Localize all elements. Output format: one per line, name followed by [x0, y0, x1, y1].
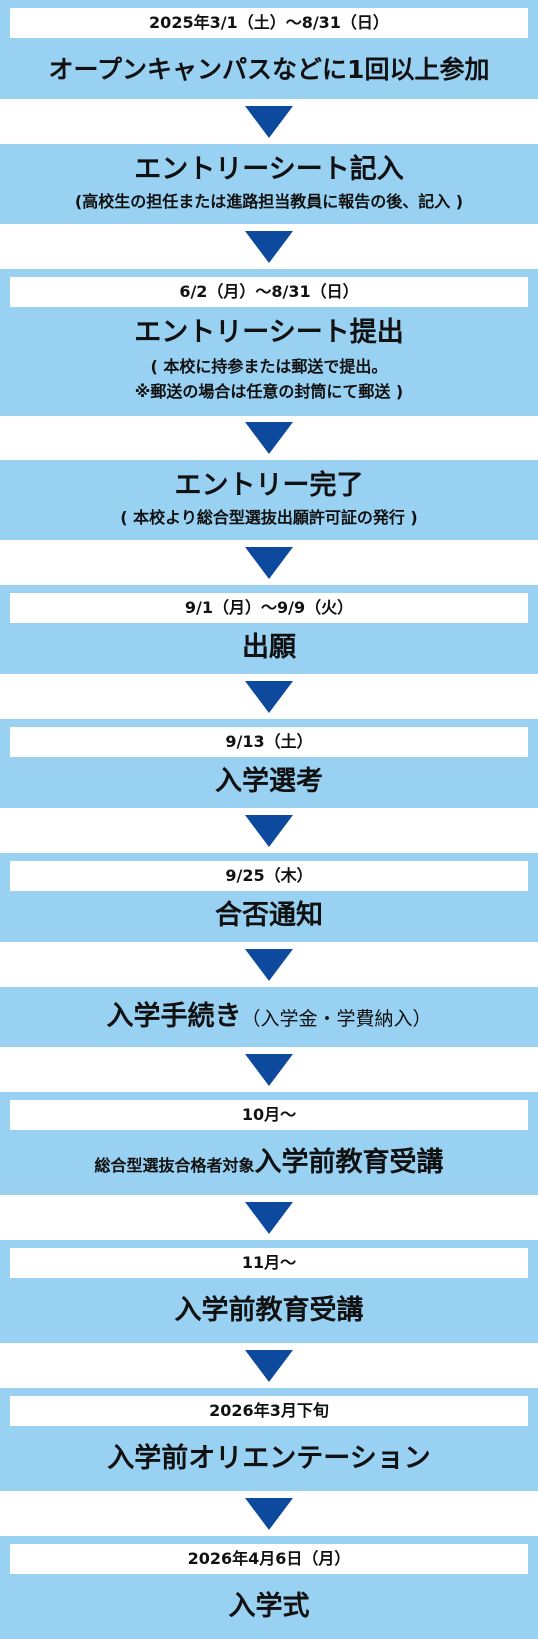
step-title: 入学前教育受講 — [174, 1295, 364, 1326]
step-pre-education-ao: 10月〜 総合型選抜合格者対象入学前教育受講 — [0, 1092, 538, 1195]
step-note: (高校生の担任または進路担当教員に報告の後、記入 ) — [74, 192, 464, 211]
step-title: エントリーシート提出 — [134, 317, 404, 348]
step-title-main: 入学前教育受講 — [254, 1147, 444, 1178]
step-selection: 9/13（土） 入学選考 — [0, 719, 538, 808]
down-arrow-icon — [245, 1498, 293, 1530]
step-note: ( 本校より総合型選抜出願許可証の発行 ) — [120, 508, 418, 527]
step-date: 9/1（月）〜9/9（火） — [10, 593, 528, 623]
step-title-main: 入学手続き — [106, 1001, 242, 1032]
step-title: 入学前オリエンテーション — [107, 1443, 431, 1474]
step-pre-education: 11月〜 入学前教育受講 — [0, 1240, 538, 1343]
step-entry-sheet-fill: エントリーシート記入 (高校生の担任または進路担当教員に報告の後、記入 ) — [0, 144, 538, 224]
down-arrow-icon — [245, 681, 293, 713]
step-result-notice: 9/25（木） 合否通知 — [0, 853, 538, 942]
step-date: 2025年3/1（土）〜8/31（日） — [10, 8, 528, 38]
step-date: 2026年3月下旬 — [10, 1396, 528, 1426]
step-date: 9/25（木） — [10, 861, 528, 891]
down-arrow-icon — [245, 1054, 293, 1086]
step-application: 9/1（月）〜9/9（火） 出願 — [0, 585, 538, 674]
step-note: ( 本校に持参または郵送で提出。 — [150, 357, 388, 376]
step-date: 10月〜 — [10, 1100, 528, 1130]
down-arrow-icon — [245, 547, 293, 579]
down-arrow-icon — [245, 106, 293, 138]
down-arrow-icon — [245, 231, 293, 263]
step-title: エントリーシート記入 — [134, 154, 404, 185]
step-title: 出願 — [242, 632, 296, 663]
down-arrow-icon — [245, 949, 293, 981]
step-note: ※郵送の場合は任意の封筒にて郵送 ) — [134, 382, 404, 401]
step-enrollment-procedure: 入学手続き（入学金・学費納入） — [0, 987, 538, 1047]
step-entry-complete: エントリー完了 ( 本校より総合型選抜出願許可証の発行 ) — [0, 460, 538, 540]
down-arrow-icon — [245, 422, 293, 454]
step-title: 入学選考 — [215, 766, 323, 797]
step-title-prefix: 総合型選抜合格者対象 — [94, 1156, 255, 1175]
step-entrance-ceremony: 2026年4月6日（月） 入学式 — [0, 1536, 538, 1639]
step-entry-sheet-submit: 6/2（月）〜8/31（日） エントリーシート提出 ( 本校に持参または郵送で提… — [0, 269, 538, 416]
down-arrow-icon — [245, 1350, 293, 1382]
down-arrow-icon — [245, 815, 293, 847]
step-open-campus: 2025年3/1（土）〜8/31（日） オープンキャンパスなどに1回以上参加 — [0, 0, 538, 99]
step-title: 入学手続き（入学金・学費納入） — [0, 996, 538, 1040]
step-title: 合否通知 — [215, 900, 323, 931]
step-title: オープンキャンパスなどに1回以上参加 — [48, 55, 490, 84]
step-date: 2026年4月6日（月） — [10, 1544, 528, 1574]
step-date: 6/2（月）〜8/31（日） — [10, 277, 528, 307]
step-title: 総合型選抜合格者対象入学前教育受講 — [0, 1140, 538, 1189]
step-orientation: 2026年3月下旬 入学前オリエンテーション — [0, 1388, 538, 1491]
step-title: エントリー完了 — [174, 470, 364, 501]
step-date: 9/13（土） — [10, 727, 528, 757]
step-date: 11月〜 — [10, 1248, 528, 1278]
step-title: 入学式 — [228, 1591, 310, 1622]
down-arrow-icon — [245, 1202, 293, 1234]
step-title-note: （入学金・学費納入） — [241, 1008, 432, 1030]
